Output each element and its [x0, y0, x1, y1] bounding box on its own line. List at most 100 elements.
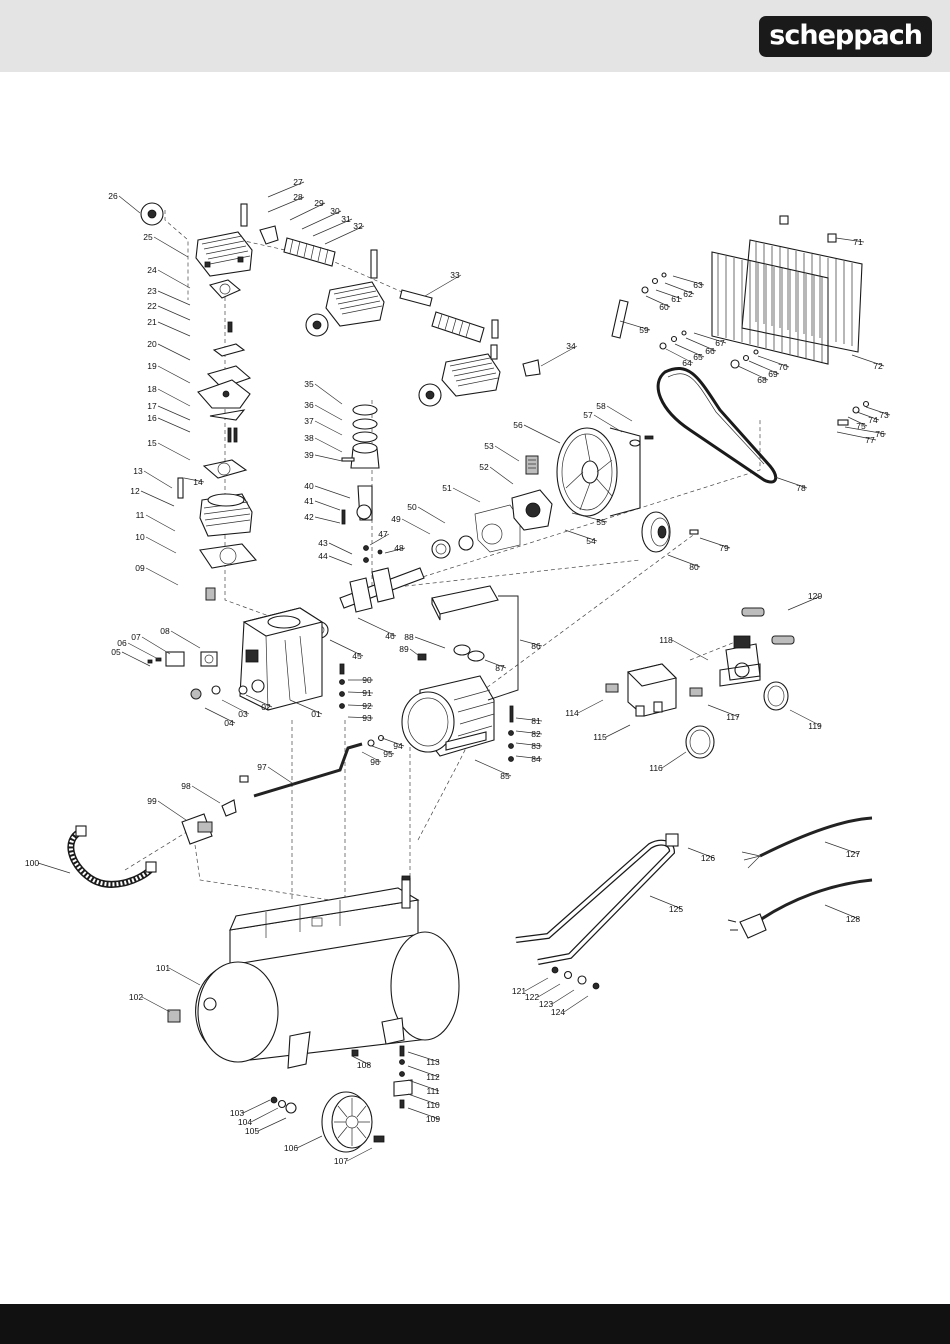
- part-label-57: 57: [583, 410, 593, 420]
- leader-line-108: [351, 1055, 371, 1066]
- part-label-88: 88: [404, 632, 414, 642]
- part-label-102: 102: [129, 992, 143, 1002]
- leader-line-39: [314, 454, 343, 462]
- leader-line-29: [289, 202, 326, 221]
- part-label-104: 104: [238, 1117, 252, 1127]
- pressure-switch: [605, 663, 715, 759]
- footer-bar: [0, 1304, 950, 1344]
- part-label-12: 12: [130, 486, 140, 496]
- part-label-41: 41: [304, 496, 314, 506]
- part-label-124: 124: [551, 1007, 565, 1017]
- part-label-65: 65: [693, 352, 703, 362]
- leader-line-11: [145, 514, 176, 532]
- part-label-42: 42: [304, 512, 314, 522]
- part-label-50: 50: [407, 502, 417, 512]
- leader-line-47: [369, 533, 390, 546]
- part-label-64: 64: [682, 358, 692, 368]
- leader-line-56: [523, 424, 561, 444]
- part-label-13: 13: [133, 466, 143, 476]
- leader-line-106: [296, 1135, 323, 1149]
- leader-line-97: [267, 766, 296, 786]
- leader-line-98: [191, 785, 221, 804]
- part-label-21: 21: [147, 317, 157, 327]
- part-label-51: 51: [442, 483, 452, 493]
- leader-line-26: [118, 195, 141, 214]
- leader-line-126: [687, 847, 715, 859]
- leader-line-83: [515, 742, 543, 747]
- leader-line-38: [314, 437, 343, 453]
- leader-line-01: [289, 699, 323, 715]
- part-label-97: 97: [257, 762, 267, 772]
- leader-line-111: [407, 1079, 440, 1092]
- leader-line-115: [605, 724, 631, 738]
- part-label-119: 119: [808, 721, 822, 731]
- part-label-110: 110: [426, 1100, 440, 1110]
- part-label-91: 91: [362, 688, 372, 698]
- leader-line-107: [346, 1147, 373, 1162]
- leader-line-50: [417, 506, 446, 524]
- leader-line-30: [301, 210, 342, 230]
- part-label-111: 111: [427, 1086, 440, 1096]
- leader-line-123: [551, 989, 575, 1005]
- leader-line-117: [707, 704, 740, 718]
- part-label-22: 22: [147, 301, 157, 311]
- leader-line-95: [371, 745, 395, 755]
- part-label-59: 59: [639, 325, 649, 335]
- bearing-housing: [431, 455, 553, 559]
- drive-belt: [656, 366, 778, 484]
- discharge-pipe: [181, 734, 385, 845]
- part-label-20: 20: [147, 339, 157, 349]
- part-label-47: 47: [378, 529, 388, 539]
- part-label-116: 116: [649, 763, 663, 773]
- part-number-labels: 2627282930313225247133232262636160215967…: [25, 177, 889, 1166]
- part-label-122: 122: [525, 992, 539, 1002]
- part-label-95: 95: [383, 749, 393, 759]
- leader-line-127: [824, 841, 860, 855]
- leader-line-79: [699, 537, 731, 549]
- leader-line-89: [409, 648, 423, 659]
- leader-line-35: [314, 383, 343, 405]
- part-label-72: 72: [873, 361, 883, 371]
- leader-line-118: [671, 639, 709, 661]
- leader-line-67: [693, 332, 727, 344]
- leader-line-63: [672, 275, 705, 286]
- leader-line-20: [157, 343, 191, 361]
- leader-line-25: [153, 236, 189, 258]
- part-label-27: 27: [293, 177, 303, 187]
- part-label-04: 04: [224, 718, 234, 728]
- wheel: [270, 1091, 385, 1153]
- part-label-90: 90: [362, 675, 372, 685]
- leader-line-80: [667, 554, 701, 568]
- leader-line-116: [661, 751, 687, 769]
- leader-line-32: [324, 225, 365, 245]
- cylinder-head-left: [140, 202, 336, 299]
- leader-line-19: [157, 365, 191, 384]
- leader-line-27: [267, 181, 305, 198]
- leader-line-14: [183, 477, 205, 483]
- part-label-07: 07: [131, 632, 141, 642]
- air-tank: [195, 875, 460, 1069]
- part-label-98: 98: [181, 781, 191, 791]
- leader-line-113: [407, 1051, 440, 1063]
- leader-line-54: [564, 529, 598, 542]
- electric-motor: [339, 585, 519, 762]
- part-label-62: 62: [683, 289, 693, 299]
- part-label-73: 73: [879, 410, 889, 420]
- part-label-75: 75: [856, 421, 866, 431]
- leader-line-06: [127, 642, 161, 661]
- part-label-79: 79: [719, 543, 729, 553]
- leader-line-23: [157, 290, 191, 306]
- part-label-34: 34: [566, 341, 576, 351]
- part-label-32: 32: [353, 221, 363, 231]
- leader-line-46: [357, 617, 397, 637]
- leader-line-88: [414, 636, 446, 649]
- part-label-54: 54: [586, 536, 596, 546]
- part-label-58: 58: [596, 401, 606, 411]
- leader-lines: [37, 181, 891, 1162]
- part-label-23: 23: [147, 286, 157, 296]
- brand-logo: scheppach: [759, 16, 932, 57]
- leader-line-82: [515, 730, 543, 735]
- part-label-63: 63: [693, 280, 703, 290]
- leader-line-65: [674, 343, 705, 358]
- crankshaft: [311, 567, 425, 639]
